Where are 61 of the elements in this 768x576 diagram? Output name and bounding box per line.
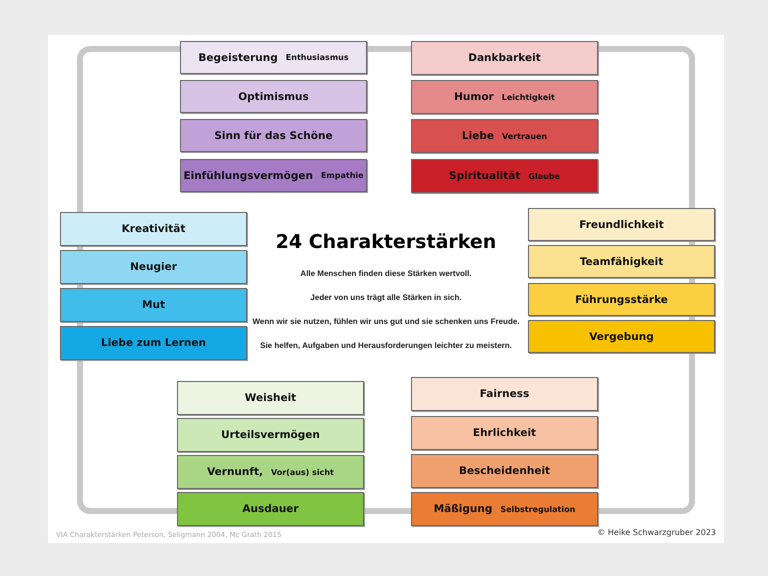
- body-text: Alle Menschen finden diese Stärken wertvoll.: [300, 269, 472, 278]
- strength-box: [528, 208, 715, 241]
- strength-name: Neugier: [130, 261, 177, 273]
- strength-box: [177, 418, 364, 452]
- strength-name: Bescheidenheit: [458, 465, 550, 477]
- strength-box: [411, 80, 598, 114]
- strength-box: [411, 41, 598, 75]
- strength-name: Weisheit: [244, 392, 296, 404]
- body-text: Sie helfen, Aufgaben und Herausforderungen leichter zu meistern.: [260, 341, 512, 350]
- strength-name: Ehrlichkeit: [472, 427, 536, 439]
- strength-name: Vernunft,: [207, 466, 263, 478]
- title: 24 Charakterstärken: [274, 231, 498, 253]
- strength-box: [60, 250, 247, 284]
- strength-box: [60, 212, 247, 246]
- strength-box: [177, 455, 364, 489]
- strength-box: [177, 492, 364, 526]
- strength-name: Spiritualität: [449, 170, 520, 182]
- strength-box: [411, 377, 598, 411]
- strength-box: [411, 416, 598, 450]
- strength-name: Dankbarkeit: [468, 52, 541, 64]
- strength-name: Vergebung: [589, 330, 654, 342]
- strength-name: Ausdauer: [242, 503, 299, 515]
- strength-name: Sinn für das Schöne: [214, 130, 333, 142]
- strength-note: Glaube: [528, 172, 560, 180]
- strength-note: Leichtigkeit: [502, 92, 555, 102]
- strength-name: Einfühlungsvermögen: [183, 170, 313, 182]
- strength-name: Humor: [454, 91, 494, 103]
- strength-box: [528, 283, 715, 316]
- strength-box: [180, 159, 367, 192]
- strength-box: [528, 245, 715, 278]
- strength-name: Freundlichkeit: [579, 218, 664, 230]
- strength-name: Fairness: [480, 388, 530, 400]
- strength-name: Mut: [142, 299, 165, 311]
- strength-name: Kreativität: [122, 223, 186, 235]
- strength-name: Mäßigung: [434, 503, 492, 515]
- strength-name: Optimismus: [238, 90, 309, 102]
- strength-note: Enthusiasmus: [286, 53, 349, 62]
- footer-note: © Heike Schwarzgruber 2023: [597, 528, 716, 537]
- strength-note: Vertrauen: [502, 132, 548, 140]
- strength-box: [411, 454, 598, 488]
- strength-name: Urteilsvermögen: [221, 429, 320, 441]
- strength-name: Liebe: [462, 130, 494, 142]
- strength-box: [411, 159, 598, 193]
- strength-box: [180, 119, 367, 152]
- strength-name: Liebe zum Lernen: [101, 337, 206, 349]
- strength-box: [177, 381, 364, 415]
- body-text: Wenn wir sie nutzen, fühlen wir uns gut und sie schenken uns Freude.: [252, 317, 520, 326]
- strength-box: [411, 119, 598, 153]
- strength-box: [180, 80, 367, 113]
- strength-box: [411, 492, 598, 526]
- strength-name: Teamfähigkeit: [580, 256, 664, 268]
- strength-name: Führungsstärke: [575, 294, 668, 306]
- strength-note: Vor(aus) sicht: [270, 468, 334, 476]
- strength-note: Selbstregulation: [500, 504, 576, 514]
- strength-box: [60, 326, 247, 360]
- strength-note: Empathie: [320, 171, 364, 180]
- strength-box: [180, 41, 367, 74]
- body-text: Jeder von uns trägt alle Stärken in sich.: [310, 293, 462, 302]
- strength-name: Begeisterung: [198, 52, 278, 64]
- strength-box: [528, 320, 715, 353]
- strength-box: [60, 288, 247, 322]
